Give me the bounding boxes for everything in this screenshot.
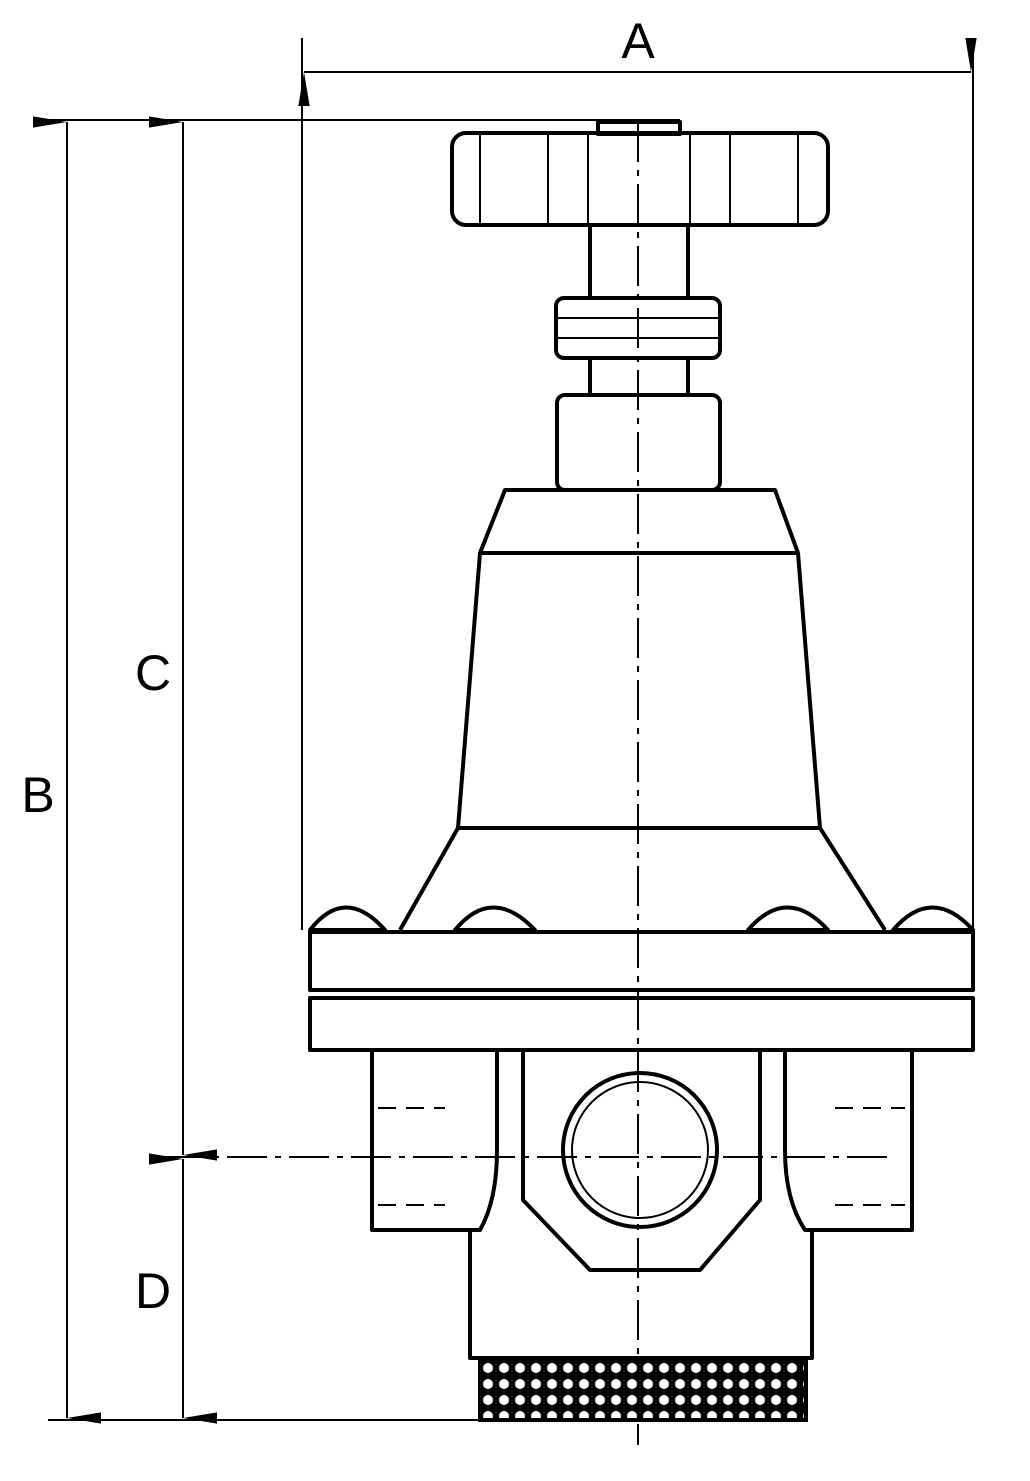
label-d: D [135,1263,171,1319]
port-right [783,1052,914,1232]
port-opening [561,1071,719,1229]
knob-grooves [479,135,799,223]
knurled-bowl [478,1356,808,1422]
label-c: C [135,645,171,701]
flange-upper [308,930,975,992]
lower-body [468,1230,814,1360]
adjustment-knob [450,131,830,227]
label-b: B [21,767,54,823]
port-left [370,1052,499,1232]
regulator-body [308,120,975,1422]
screws [308,905,975,932]
port-center [521,1052,762,1272]
dimension-a: A [298,13,977,930]
thread-lines [378,1107,905,1206]
label-a: A [621,13,655,69]
bonnet-flare [398,826,887,932]
flange-lower [308,996,975,1052]
dimension-vertical: B C D [21,116,680,1424]
